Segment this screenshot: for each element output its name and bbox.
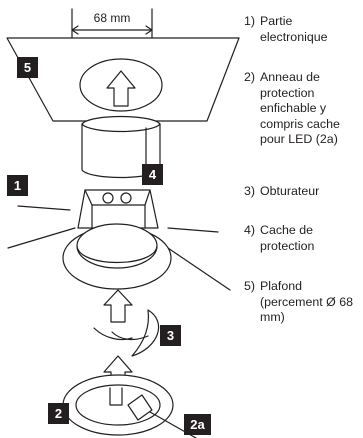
up-arrow-icon [106, 70, 136, 107]
callout-2a: 2a [184, 414, 211, 435]
up-arrow-icon [103, 289, 133, 323]
svg-text:5: 5 [24, 60, 31, 75]
legend-text: Obturateur [260, 184, 320, 198]
exploded-assembly-diagram: 68 mm [6, 8, 240, 438]
legend-text: Plafond (percement Ø 68 mm) [260, 279, 353, 325]
legend-number: 3) [244, 184, 256, 198]
svg-text:2: 2 [55, 406, 62, 421]
electronics-part [7, 189, 231, 291]
svg-text:2a: 2a [190, 417, 205, 432]
legend-number: 2) [244, 70, 256, 84]
legend-number: 5) [244, 279, 256, 293]
callout-5: 5 [17, 57, 38, 78]
callout-3: 3 [160, 325, 181, 346]
shutter-part [93, 309, 160, 357]
svg-text:3: 3 [167, 328, 174, 343]
legend-text: Anneau de protection enfichable y compri… [260, 70, 340, 147]
protection-ring-part [62, 374, 197, 438]
callout-2: 2 [48, 403, 69, 424]
legend-number: 1) [244, 14, 256, 28]
svg-text:1: 1 [14, 178, 21, 193]
dimension-label: 68 mm [94, 11, 131, 25]
dimension-marker: 68 mm [71, 8, 153, 43]
svg-text:4: 4 [149, 167, 157, 182]
legend-text: Cache de protection [260, 223, 315, 253]
callout-4: 4 [142, 164, 163, 185]
legend-number: 4) [244, 223, 256, 237]
callout-1: 1 [7, 175, 28, 196]
legend-text: Partie electronique [260, 14, 328, 44]
